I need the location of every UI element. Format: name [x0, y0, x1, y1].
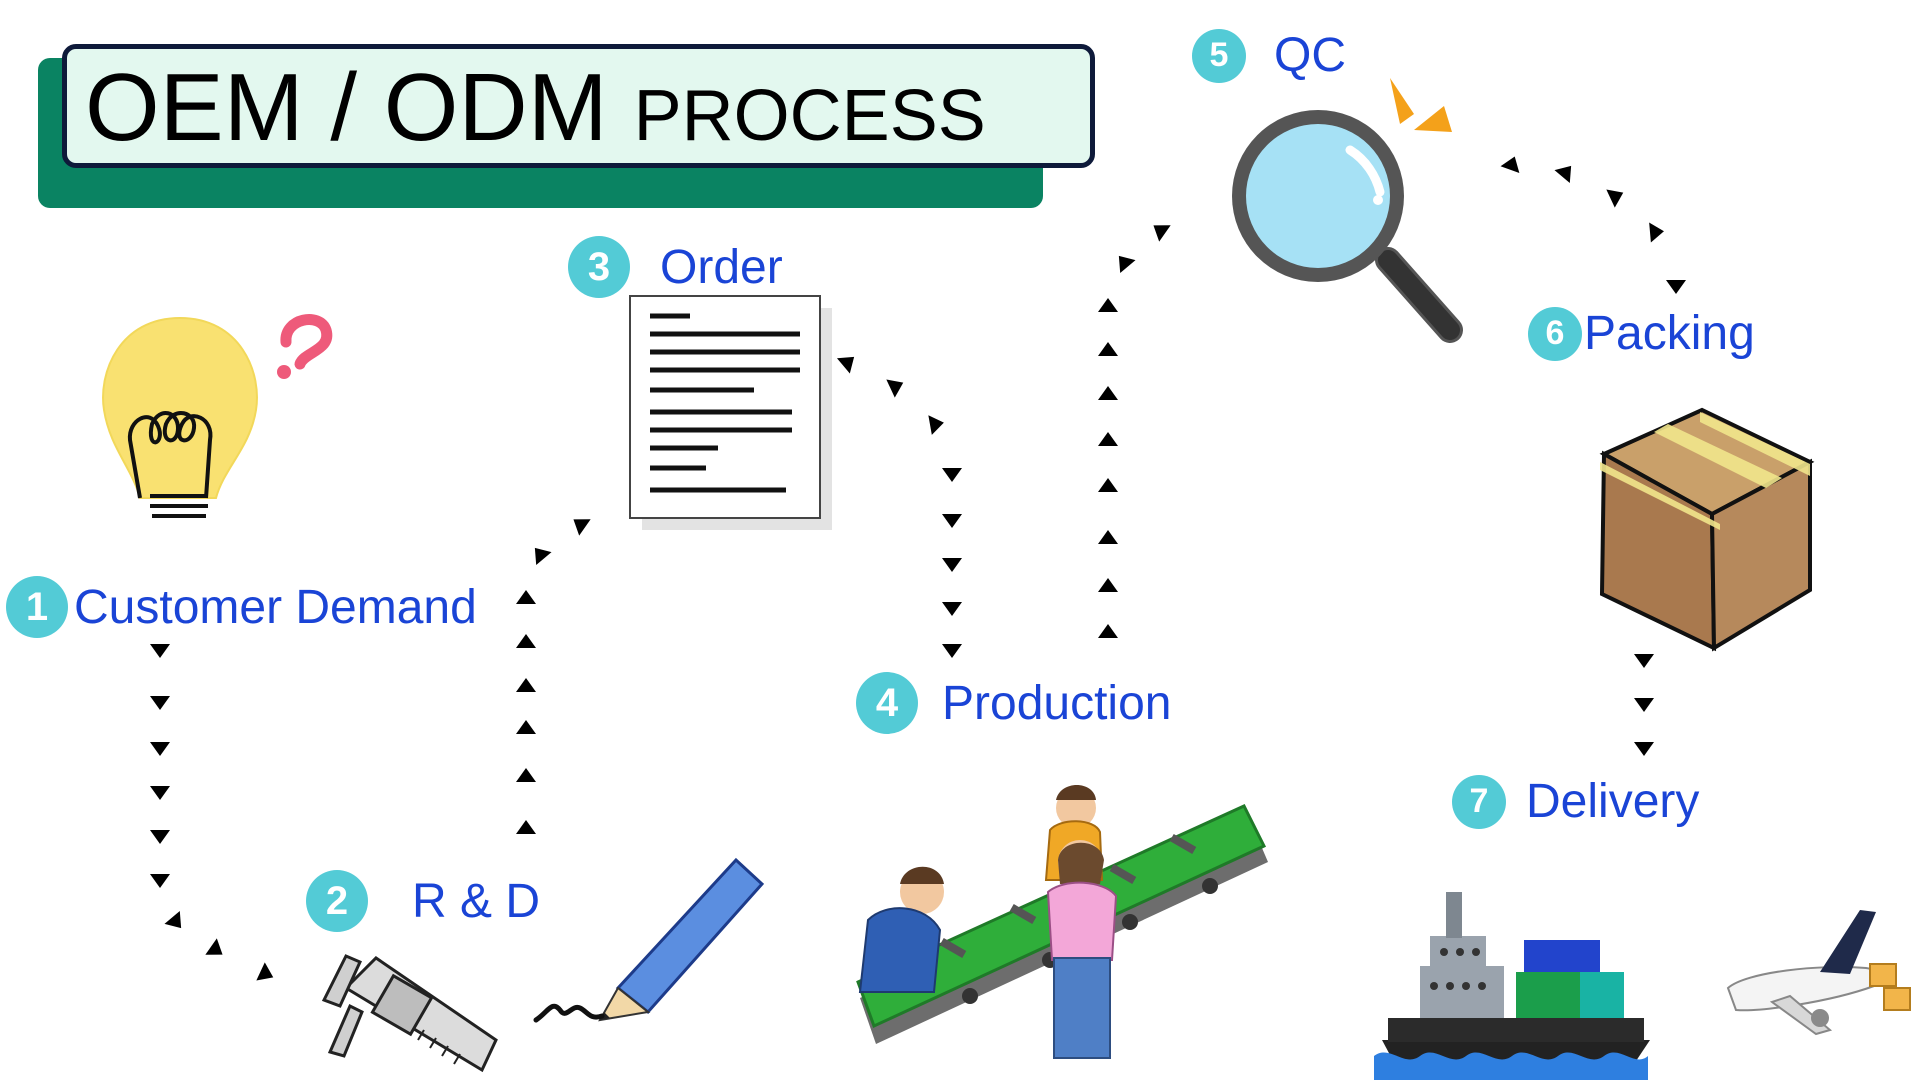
step-number-badge: 6 — [1528, 306, 1582, 361]
step-number-badge: 7 — [1452, 774, 1506, 829]
flow-arrowhead — [150, 644, 170, 658]
flow-arrowhead — [1118, 255, 1136, 274]
flow-arrowhead — [164, 910, 182, 929]
step-number-badge: 2 — [306, 870, 368, 932]
step-label: R & D — [412, 874, 541, 928]
flow-arrowhead — [150, 742, 170, 756]
step-label: QC — [1274, 29, 1346, 82]
step-order: 3 Order — [568, 236, 783, 298]
title-box: OEM / ODM PROCESS — [62, 44, 1095, 168]
flow-arrowhead — [1098, 342, 1118, 356]
step-rnd: 2 R & D — [306, 870, 540, 932]
step-packing: 6 Packing — [1528, 306, 1755, 361]
step-label: Order — [660, 240, 783, 294]
flow-arrowhead — [942, 558, 962, 572]
flow-arrowhead — [942, 514, 962, 528]
flow-arrowhead — [516, 590, 536, 604]
flow-arrowhead — [1098, 624, 1118, 638]
step-label: Customer Demand — [74, 580, 477, 634]
step-number-badge: 5 — [1192, 28, 1246, 83]
flow-arrowhead — [150, 874, 170, 888]
flow-arrowhead — [150, 830, 170, 844]
caliper-pencil-icon — [321, 857, 765, 1073]
flow-arrowhead — [836, 356, 855, 374]
step-label: Delivery — [1526, 775, 1700, 828]
flow-arrowhead — [886, 379, 904, 398]
step-label: Packing — [1584, 307, 1755, 360]
flow-arrows — [150, 156, 1686, 981]
step-label: Production — [942, 676, 1172, 730]
flow-arrowhead — [942, 644, 962, 658]
step-delivery: 7 Delivery — [1452, 774, 1699, 829]
flow-arrowhead — [150, 786, 170, 800]
flow-arrowhead — [516, 634, 536, 648]
step-customer-demand: 1 Customer Demand — [6, 576, 477, 638]
flow-arrowhead — [1649, 222, 1664, 243]
flow-arrowhead — [1554, 165, 1572, 184]
flow-arrowhead — [1500, 156, 1520, 174]
flow-arrowhead — [942, 468, 962, 482]
flow-arrowhead — [205, 938, 223, 955]
step-number-badge: 1 — [6, 576, 68, 638]
title-sub: PROCESS — [633, 76, 986, 156]
flow-arrowhead — [1153, 225, 1171, 242]
step-qc: 5 QC — [1192, 28, 1346, 83]
flow-arrowhead — [516, 768, 536, 782]
flow-arrowhead — [516, 678, 536, 692]
box-icon — [1599, 407, 1815, 652]
flow-arrowhead — [516, 720, 536, 734]
lightbulb-question-icon — [102, 314, 333, 518]
flow-arrowhead — [534, 547, 552, 566]
flow-arrowhead — [516, 820, 536, 834]
flow-arrowhead — [1098, 478, 1118, 492]
step-production: 4 Production — [856, 672, 1171, 734]
flow-arrowhead — [1098, 530, 1118, 544]
flow-arrowhead — [1666, 280, 1686, 294]
flow-arrowhead — [1606, 189, 1624, 208]
flow-arrowhead — [1634, 654, 1654, 668]
magnifier-icon — [1232, 78, 1463, 343]
flow-arrowhead — [1098, 578, 1118, 592]
flow-arrowhead — [1098, 432, 1118, 446]
flow-arrowhead — [1098, 298, 1118, 312]
flow-arrowhead — [1634, 742, 1654, 756]
flow-arrowhead — [1098, 386, 1118, 400]
flow-arrowhead — [1634, 698, 1654, 712]
flow-arrowhead — [942, 602, 962, 616]
flow-arrowhead — [573, 519, 591, 536]
document-icon — [629, 295, 832, 530]
title-main: OEM / ODM — [85, 54, 608, 161]
step-number-badge: 3 — [568, 236, 630, 298]
flow-arrowhead — [256, 962, 274, 981]
flow-arrowhead — [150, 696, 170, 710]
conveyor-workers-icon — [856, 785, 1268, 1059]
flow-arrowhead — [928, 415, 944, 435]
step-number-badge: 4 — [856, 672, 918, 734]
ship-airplane-icon — [1374, 892, 1911, 1080]
